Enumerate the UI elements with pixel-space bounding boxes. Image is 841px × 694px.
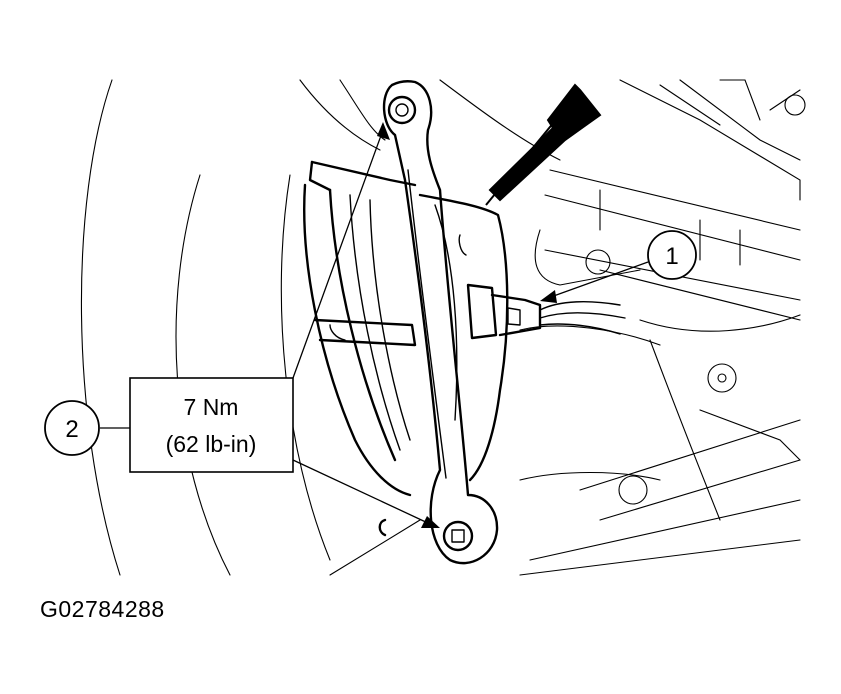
background-housing — [80, 79, 806, 576]
direction-arrow — [485, 83, 602, 206]
torque-imperial: (62 lb-in) — [166, 431, 257, 457]
callout-1: 1 — [647, 230, 697, 280]
callout-2: 2 — [44, 400, 100, 456]
bottom-bolt — [378, 518, 474, 552]
leader-lines — [100, 122, 649, 528]
figure-id: G02784288 — [40, 596, 165, 622]
callout-1-label: 1 — [665, 243, 678, 270]
regulator-motor-body — [303, 160, 626, 497]
callout-2-label: 2 — [65, 416, 78, 443]
torque-metric: 7 Nm — [184, 394, 239, 420]
torque-spec-box: 7 Nm (62 lb-in) — [129, 377, 294, 473]
mounting-bracket — [382, 80, 499, 565]
top-bolt — [387, 95, 417, 125]
